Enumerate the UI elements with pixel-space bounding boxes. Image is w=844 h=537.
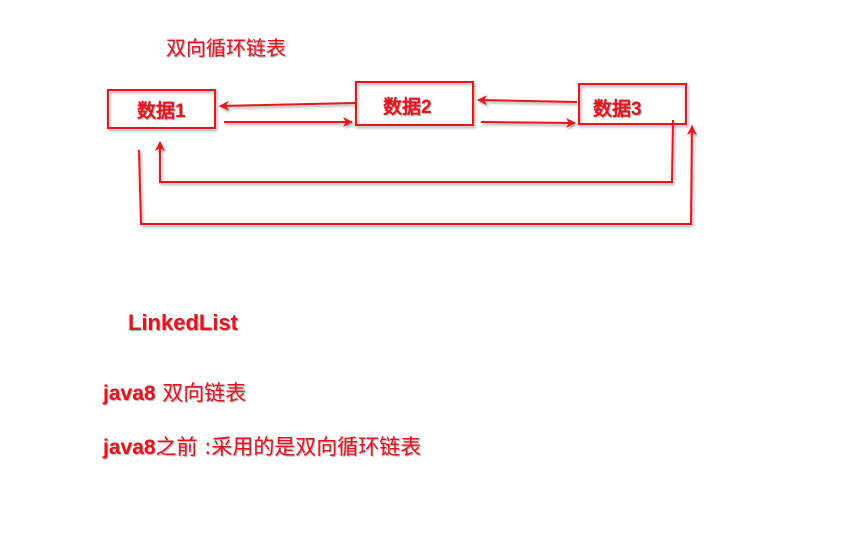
arrow-node2-to-node3 xyxy=(480,117,576,128)
node-box-3 xyxy=(578,83,687,125)
pre-java8-note-text: 之前 :采用的是双向循环链表 xyxy=(155,435,422,459)
node-label-2-text: 数据 xyxy=(383,96,422,118)
node-box-2 xyxy=(355,81,474,126)
arrow-node2-to-node1 xyxy=(219,100,356,111)
arrow-loop-node3-to-node1 xyxy=(155,119,674,183)
linkedlist-heading: LinkedList xyxy=(128,310,239,335)
node-label-1: 数据1 xyxy=(137,96,186,123)
node-label-1-text: 数据 xyxy=(137,100,176,122)
java8-note: java8 双向链表 xyxy=(103,377,246,407)
diagram-title: 双向循环链表 xyxy=(166,36,286,60)
node-label-2: 数据2 xyxy=(383,92,432,119)
node-label-1-number: 1 xyxy=(175,101,186,122)
node-box-1 xyxy=(107,89,216,129)
node-label-3: 数据3 xyxy=(593,94,642,121)
java8-note-text: 双向链表 xyxy=(155,381,247,405)
node-label-2-number: 2 xyxy=(421,97,432,118)
java8-note-version: java8 xyxy=(103,382,156,405)
arrow-node3-to-node2 xyxy=(477,95,578,106)
node-label-3-text: 数据 xyxy=(593,98,632,120)
node-label-3-number: 3 xyxy=(631,99,642,120)
arrow-loop-node1-to-node3 xyxy=(138,125,697,225)
pre-java8-note: java8之前 :采用的是双向循环链表 xyxy=(103,431,421,461)
pre-java8-note-version: java8 xyxy=(103,436,156,459)
